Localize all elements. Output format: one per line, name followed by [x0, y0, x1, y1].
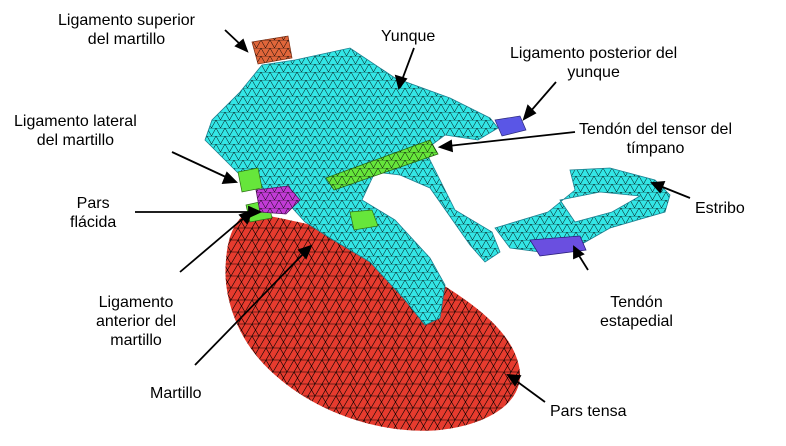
label-ligamento-anterior: Ligamento anterior del martillo: [96, 293, 176, 350]
arrowhead-ligamento-lateral: [223, 173, 236, 183]
label-ligamento-anterior-line2: anterior del: [96, 312, 176, 331]
leader-pars-tensa: [515, 380, 545, 402]
label-estribo: Estribo: [695, 199, 745, 218]
label-ligamento-posterior-line1: Ligamento posterior del: [510, 44, 677, 63]
leader-ligamento-posterior: [530, 82, 556, 112]
label-tendon-estapedial-line2: estapedial: [600, 312, 673, 331]
label-pars-tensa: Pars tensa: [550, 402, 626, 421]
label-pars-flacida: Pars flácida: [70, 194, 116, 232]
stapes-shape: [495, 168, 670, 252]
lateral-ligament-shape: [238, 168, 262, 192]
label-ligamento-lateral: Ligamento lateral del martillo: [14, 112, 137, 150]
arrowhead-tendon-tensor: [440, 141, 452, 151]
label-ligamento-superior: Ligamento superior del martillo: [58, 11, 195, 49]
posterior-ligament-shape: [495, 116, 526, 136]
leader-yunque: [402, 48, 414, 80]
label-tendon-tensor-line2: tímpano: [579, 139, 732, 158]
superior-ligament-shape: [252, 36, 292, 64]
label-ligamento-posterior: Ligamento posterior del yunque: [510, 44, 677, 82]
label-pars-flacida-line2: flácida: [70, 213, 116, 232]
label-ligamento-anterior-line3: martillo: [96, 331, 176, 350]
leader-ligamento-lateral: [172, 152, 228, 178]
label-pars-flacida-line1: Pars: [70, 194, 116, 213]
label-ligamento-superior-line1: Ligamento superior: [58, 11, 195, 30]
label-tendon-tensor: Tendón del tensor del tímpano: [579, 120, 732, 158]
label-ligamento-posterior-line2: yunque: [510, 63, 677, 82]
label-ligamento-superior-line2: del martillo: [58, 30, 195, 49]
label-ligamento-lateral-line2: del martillo: [14, 131, 137, 150]
label-tendon-tensor-line1: Tendón del tensor del: [579, 120, 732, 139]
label-tendon-estapedial-line1: Tendón: [600, 293, 673, 312]
label-tendon-estapedial: Tendón estapedial: [600, 293, 673, 331]
label-ligamento-anterior-line1: Ligamento: [96, 293, 176, 312]
label-martillo: Martillo: [150, 384, 202, 403]
label-yunque: Yunque: [381, 27, 435, 46]
label-ligamento-lateral-line1: Ligamento lateral: [14, 112, 137, 131]
